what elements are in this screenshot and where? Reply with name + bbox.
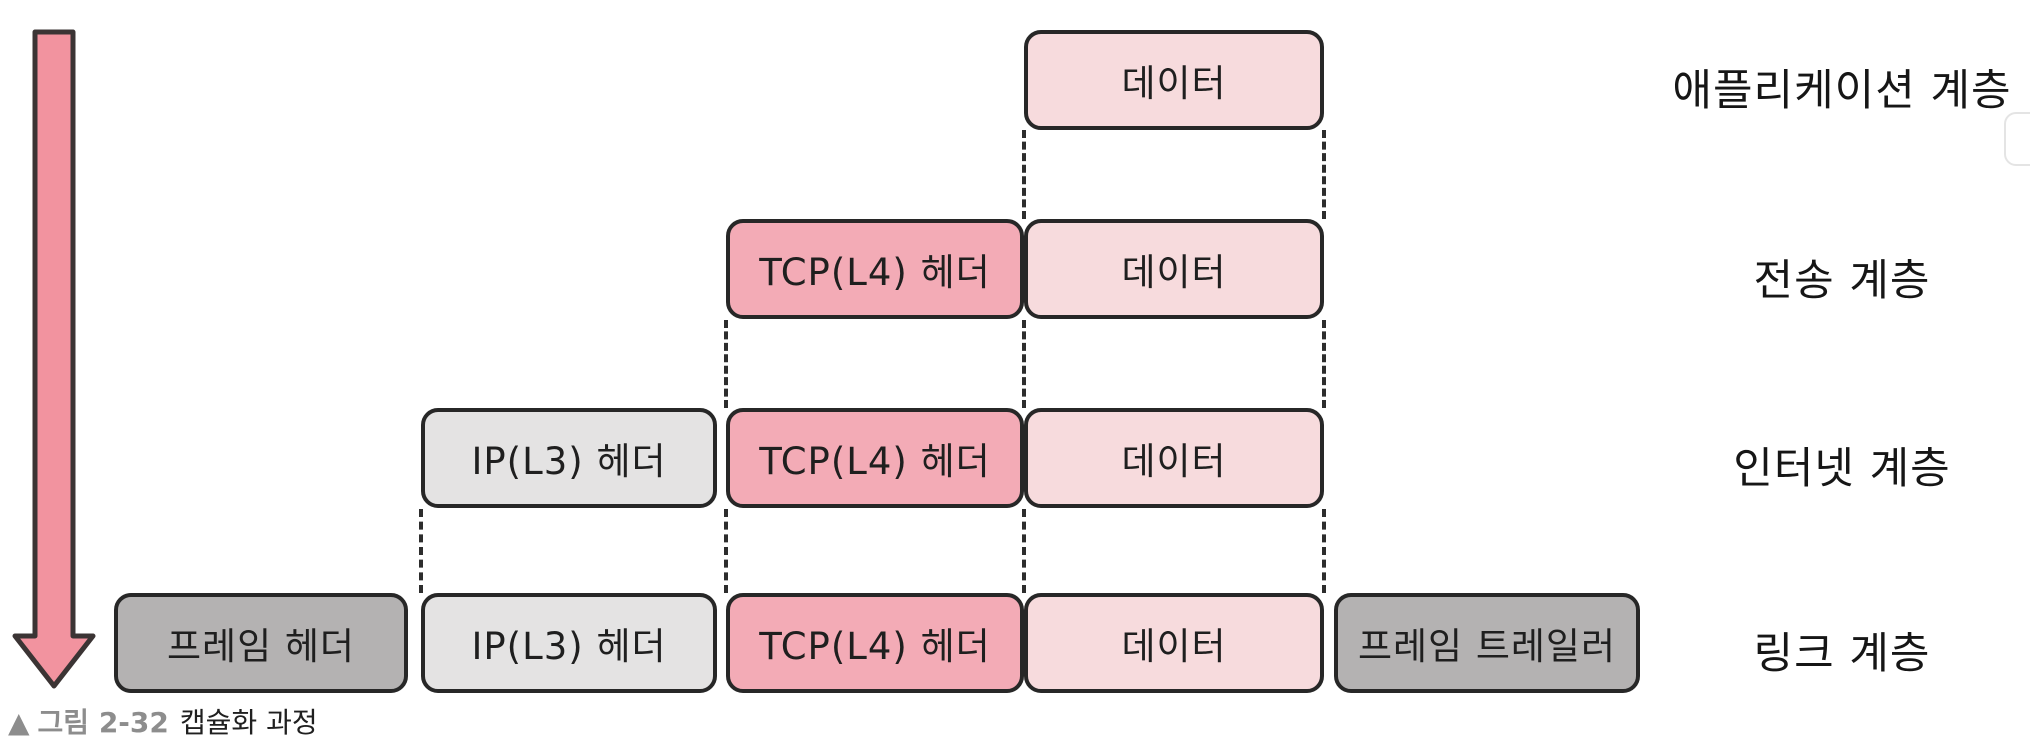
partial-edge-card [2004,112,2030,166]
layer-label-link: 링크 계층 [1753,629,1931,679]
figure-caption: ▲그림 2-32 캡슐화 과정 [8,701,318,741]
box-data-link: 데이터 [1024,593,1324,693]
box-ip-header-link: IP(L3) 헤더 [421,593,717,693]
layer-label-transport: 전송 계층 [1753,256,1931,306]
box-ip-header-internet: IP(L3) 헤더 [421,408,717,508]
dashed-connector [1322,509,1326,593]
caption-title: 캡슐화 과정 [179,706,318,739]
dashed-connector [1322,130,1326,219]
dashed-connector [1022,320,1026,408]
caption-triangle-icon: ▲ [8,706,30,739]
layer-label-application: 애플리케이션 계층 [1672,66,2012,116]
box-frame-trailer-link: 프레임 트레일러 [1334,593,1640,693]
box-frame-header-link: 프레임 헤더 [114,593,408,693]
box-tcp-header-internet: TCP(L4) 헤더 [726,408,1024,508]
dashed-connector [724,320,728,408]
dashed-connector [419,509,423,593]
down-arrow-icon [12,29,96,689]
layer-label-internet: 인터넷 계층 [1733,444,1951,494]
box-tcp-header-link: TCP(L4) 헤더 [726,593,1024,693]
dashed-connector [1322,320,1326,408]
dashed-connector [1022,130,1026,219]
box-tcp-header-transport: TCP(L4) 헤더 [726,219,1024,319]
caption-figure-number: 그림 2-32 [37,706,169,739]
box-data-internet: 데이터 [1024,408,1324,508]
dashed-connector [724,509,728,593]
box-data-transport: 데이터 [1024,219,1324,319]
dashed-connector [1022,509,1026,593]
box-data-application: 데이터 [1024,30,1324,130]
